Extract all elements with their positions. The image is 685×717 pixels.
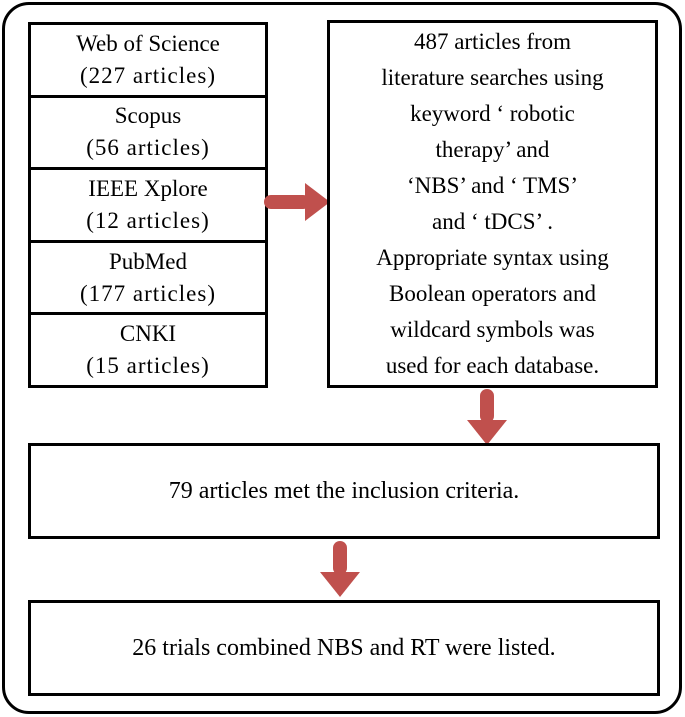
final-result-text: 26 trials combined NBS and RT were liste…: [132, 634, 556, 661]
arrow-shaft: [333, 541, 347, 575]
database-count: (227 articles): [80, 62, 216, 88]
inclusion-criteria-box: 79 articles met the inclusion criteria.: [28, 443, 660, 539]
database-stack: Web of Science (227 articles) Scopus (56…: [28, 22, 268, 388]
search-summary-box: 487 articles from literature searches us…: [327, 20, 658, 388]
right-arrow-icon: [264, 183, 330, 221]
summary-line: wildcard symbols was: [390, 317, 595, 342]
database-count: (12 articles): [86, 207, 210, 233]
database-count: (15 articles): [86, 353, 210, 379]
arrow-head: [320, 572, 360, 597]
summary-line: keyword ‘ robotic: [410, 101, 575, 126]
summary-line: 487 articles from: [413, 29, 572, 54]
database-name: Scopus: [114, 103, 182, 129]
summary-line: and ‘ tDCS’ .: [432, 209, 553, 234]
database-count: (177 articles): [80, 280, 216, 306]
database-name: CNKI: [119, 321, 177, 347]
inclusion-criteria-text: 79 articles met the inclusion criteria.: [168, 477, 520, 504]
database-name: Web of Science: [76, 30, 220, 56]
arrow-shaft: [264, 195, 310, 209]
final-result-box: 26 trials combined NBS and RT were liste…: [28, 600, 660, 696]
database-name: IEEE Xplore: [88, 175, 208, 201]
database-cell-scopus: Scopus (56 articles): [31, 98, 265, 171]
summary-line: therapy’ and: [435, 137, 550, 162]
summary-line: literature searches using: [381, 65, 604, 90]
database-cell-cnki: CNKI (15 articles): [31, 315, 265, 385]
arrow-shaft: [480, 389, 494, 423]
database-cell-web-of-science: Web of Science (227 articles): [31, 25, 265, 98]
database-cell-ieee-xplore: IEEE Xplore (12 articles): [31, 170, 265, 243]
summary-line: Boolean operators and: [389, 281, 596, 306]
database-cell-pubmed: PubMed (177 articles): [31, 243, 265, 316]
summary-line: used for each database.: [385, 353, 600, 378]
database-name: PubMed: [109, 248, 187, 274]
summary-line: ‘NBS’ and ‘ TMS’: [406, 173, 578, 198]
down-arrow-icon: [467, 389, 507, 445]
summary-line: Appropriate syntax using: [376, 245, 609, 270]
down-arrow-icon: [320, 541, 360, 597]
arrow-head: [305, 183, 330, 221]
database-count: (56 articles): [86, 135, 210, 161]
arrow-head: [467, 420, 507, 445]
